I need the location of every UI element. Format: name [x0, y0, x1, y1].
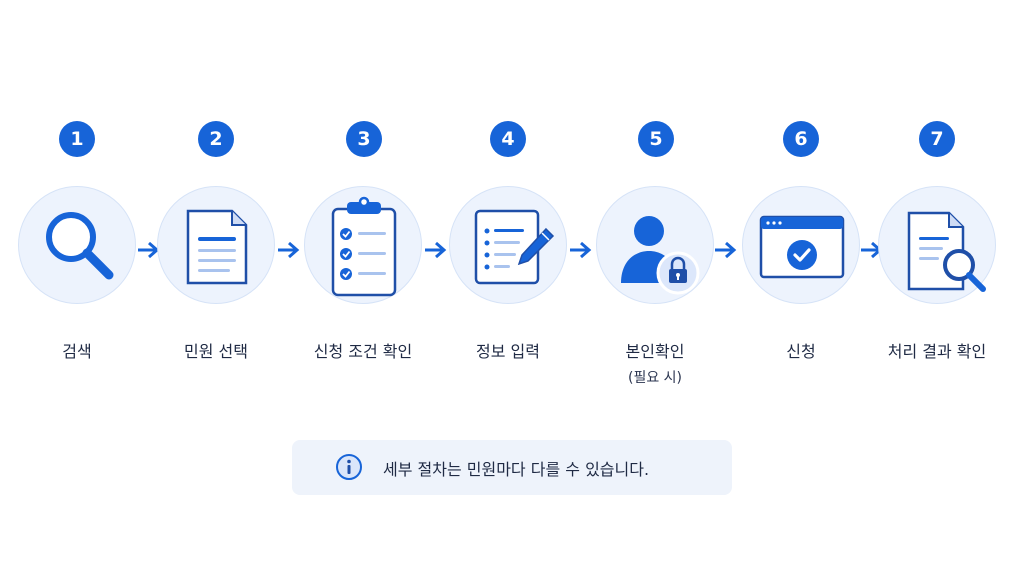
step-6-label: 신청 [786, 342, 816, 361]
document-search-icon [907, 211, 986, 292]
step-4-label: 정보 입력 [476, 342, 540, 361]
step-3-circle [304, 186, 422, 304]
info-icon [336, 454, 362, 480]
step-7-badge: 7 [919, 121, 955, 157]
arrow-right-icon [425, 241, 447, 259]
step-3-badge: 3 [346, 121, 382, 157]
step-5-circle [596, 186, 714, 304]
step-5-badge: 5 [638, 121, 674, 157]
step-2-circle [157, 186, 275, 304]
arrow-right-icon [570, 241, 592, 259]
info-note-text: 세부 절차는 민원마다 다를 수 있습니다. [383, 460, 650, 479]
step-7-circle [878, 186, 996, 304]
step-4-circle [449, 186, 567, 304]
step-2-badge: 2 [198, 121, 234, 157]
step-2-label: 민원 선택 [184, 342, 248, 361]
step-4-badge: 4 [490, 121, 526, 157]
step-6-badge: 6 [783, 121, 819, 157]
info-note [292, 440, 732, 495]
step-6-circle [742, 186, 860, 304]
step-5-label: 본인확인 [625, 342, 685, 361]
step-5-sublabel: (필요 시) [627, 370, 682, 386]
user-lock-icon [621, 216, 700, 295]
arrow-right-icon [715, 241, 737, 259]
magnifier-icon [46, 212, 114, 280]
step-1-badge: 1 [59, 121, 95, 157]
form-pencil-icon [474, 209, 555, 285]
document-icon [186, 209, 248, 285]
step-1-label: 검색 [62, 342, 92, 361]
checklist-clipboard-icon [331, 196, 397, 297]
arrow-right-icon [278, 241, 300, 259]
step-3-label: 신청 조건 확인 [313, 342, 413, 361]
step-1-circle [18, 186, 136, 304]
step-7-label: 처리 결과 확인 [887, 342, 987, 361]
browser-check-icon [759, 215, 845, 279]
